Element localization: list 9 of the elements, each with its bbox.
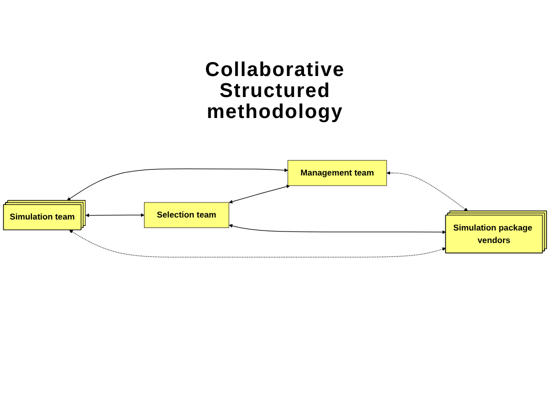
node-box: Selection team (144, 202, 230, 228)
arrow (228, 224, 446, 234)
center-note: Collaborative Structured methodology (204, 60, 346, 123)
arrow (386, 170, 468, 211)
arrow (228, 184, 290, 204)
arrow (69, 230, 446, 258)
arrow (66, 168, 288, 200)
arrow (86, 212, 144, 217)
node-box: Management team (288, 160, 387, 186)
